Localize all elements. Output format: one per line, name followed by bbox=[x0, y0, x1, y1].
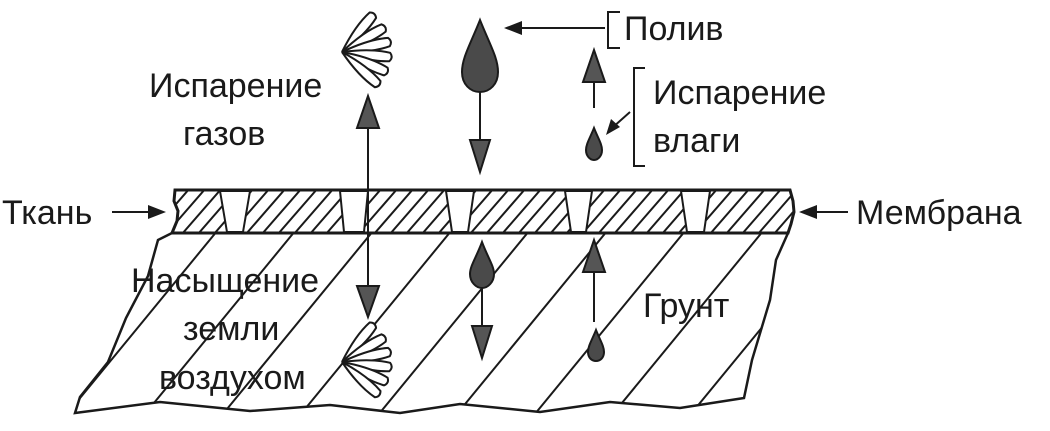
membrane-pore bbox=[679, 190, 712, 233]
arrow-up-icon bbox=[581, 46, 607, 83]
arrow-left-icon bbox=[799, 205, 817, 219]
label-gas-evaporation-2: газов bbox=[183, 115, 265, 153]
soil-layer bbox=[73, 231, 790, 415]
label-gas-evaporation-1: Испарение bbox=[149, 67, 322, 105]
arrow-left-icon bbox=[504, 21, 522, 35]
label-soil-saturation-1: Насыщение bbox=[131, 262, 319, 300]
membrane-pointer bbox=[799, 205, 848, 219]
gas-exchange-arrow bbox=[355, 92, 381, 320]
label-soil: Грунт bbox=[643, 287, 729, 325]
membrane-layer bbox=[169, 188, 796, 235]
membrane-pore bbox=[218, 190, 252, 233]
water-drop-icon bbox=[460, 17, 500, 94]
soil-moisture-up bbox=[581, 236, 607, 363]
watering-pointer bbox=[504, 11, 620, 49]
fan-burst-icon bbox=[341, 321, 393, 399]
membrane-pores bbox=[218, 190, 712, 233]
membrane-pore bbox=[338, 190, 370, 233]
watering-drop bbox=[460, 17, 500, 176]
fabric-pointer bbox=[112, 205, 166, 219]
label-moisture-evaporation-1: Испарение bbox=[653, 74, 826, 112]
arrow-down-icon bbox=[468, 139, 492, 176]
label-fabric: Ткань bbox=[2, 194, 92, 232]
arrow-down-icon bbox=[355, 285, 381, 320]
membrane-pore bbox=[563, 190, 594, 233]
arrow-right-icon bbox=[148, 205, 166, 219]
water-drop-icon bbox=[586, 327, 606, 363]
arrow-up-icon bbox=[355, 92, 381, 129]
arrow-down-icon bbox=[470, 325, 494, 362]
moisture-evaporation bbox=[581, 46, 645, 167]
soil-drop-down bbox=[468, 239, 496, 362]
water-drop-icon bbox=[584, 125, 604, 162]
label-moisture-evaporation-2: влаги bbox=[653, 122, 740, 160]
label-soil-saturation-3: воздухом bbox=[159, 359, 306, 397]
label-membrane: Мембрана bbox=[856, 194, 1022, 232]
label-soil-saturation-2: земли bbox=[183, 310, 279, 348]
label-watering: Полив bbox=[624, 10, 724, 48]
fan-burst-icon bbox=[341, 11, 393, 89]
membrane-pore bbox=[444, 190, 476, 233]
